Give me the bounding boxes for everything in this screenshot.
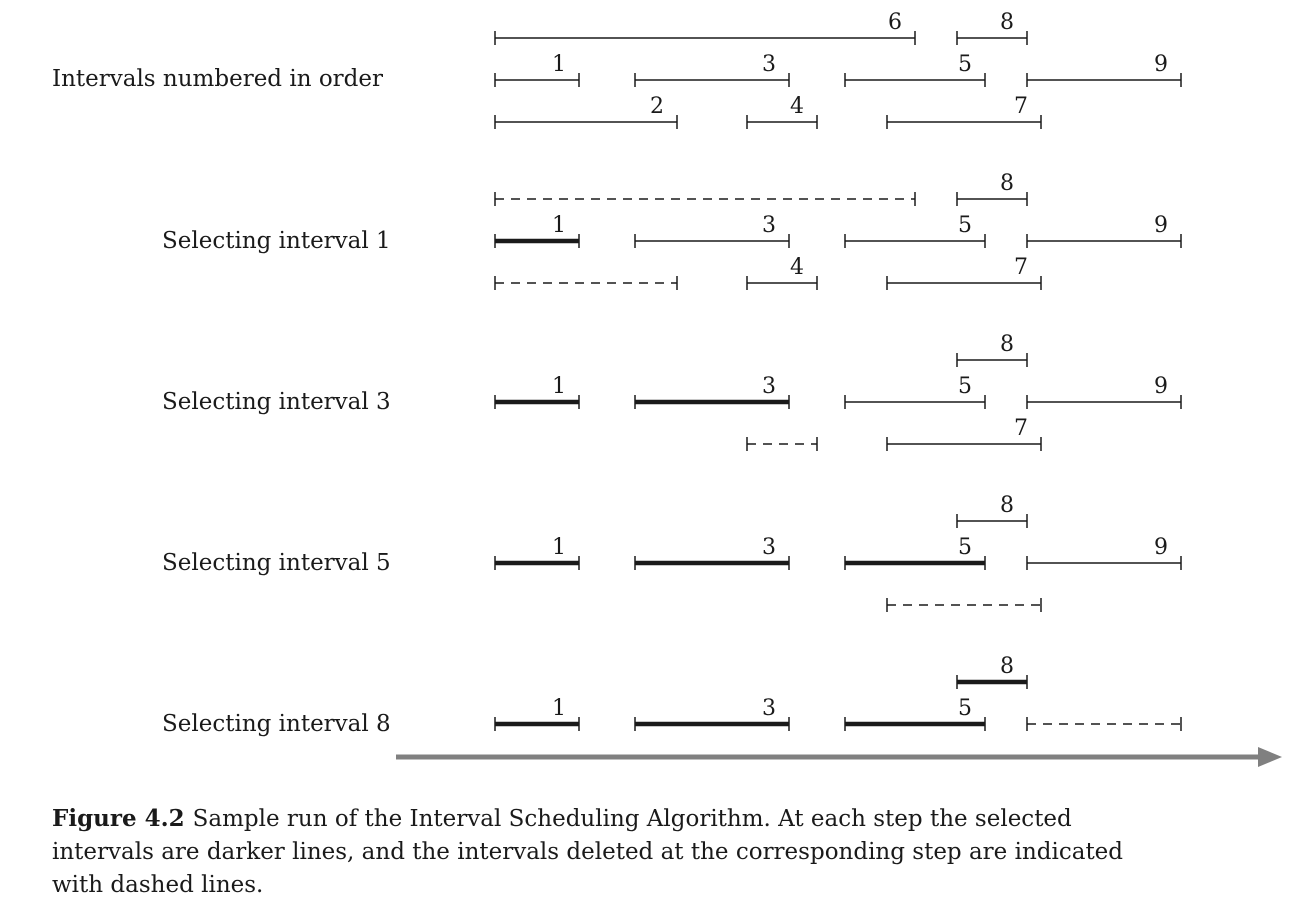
interval-number-label: 1	[552, 52, 566, 77]
interval-number-label: 9	[1154, 52, 1168, 77]
interval-number-label: 2	[650, 94, 664, 119]
interval-number-label: 5	[958, 52, 972, 77]
interval-number-label: 9	[1154, 213, 1168, 238]
row-label-select-8: Selecting interval 8	[162, 711, 391, 737]
row-label-original: Intervals numbered in order	[52, 66, 383, 92]
interval-number-label: 8	[1000, 332, 1014, 357]
interval-number-label: 3	[762, 213, 776, 238]
interval-number-label: 5	[958, 696, 972, 721]
interval-number-label: 5	[958, 374, 972, 399]
caption-text: Sample run of the Interval Scheduling Al…	[52, 806, 1124, 898]
figure-number: Figure 4.2	[52, 805, 185, 832]
interval-number-label: 7	[1014, 255, 1028, 280]
interval-number-label: 7	[1014, 416, 1028, 441]
interval-number-label: 5	[958, 535, 972, 560]
interval-number-label: 4	[790, 255, 804, 280]
interval-number-label: 3	[762, 535, 776, 560]
interval-number-label: 8	[1000, 171, 1014, 196]
interval-number-label: 8	[1000, 10, 1014, 35]
interval-number-label: 3	[762, 696, 776, 721]
interval-number-label: 1	[552, 374, 566, 399]
interval-diagram: 6 8 1 3 5 9 2 4 7 8 1 3 5 9 4 7 8 1 3 5 9 7 8 1 3 5 9 8 1 3 5	[396, 10, 1282, 767]
interval-number-label: 3	[762, 374, 776, 399]
interval-number-label: 7	[1014, 94, 1028, 119]
interval-number-label: 9	[1154, 535, 1168, 560]
row-label-select-1: Selecting interval 1	[162, 228, 391, 254]
interval-number-label: 4	[790, 94, 804, 119]
interval-number-label: 1	[552, 535, 566, 560]
row-label-select-3: Selecting interval 3	[162, 389, 391, 415]
interval-number-label: 1	[552, 696, 566, 721]
time-arrow-head-icon	[1258, 747, 1282, 767]
interval-number-label: 9	[1154, 374, 1168, 399]
interval-number-label: 8	[1000, 493, 1014, 518]
interval-number-label: 6	[888, 10, 902, 35]
interval-number-label: 8	[1000, 654, 1014, 679]
interval-number-label: 5	[958, 213, 972, 238]
interval-number-label: 3	[762, 52, 776, 77]
row-label-select-5: Selecting interval 5	[162, 550, 391, 576]
interval-number-label: 1	[552, 213, 566, 238]
